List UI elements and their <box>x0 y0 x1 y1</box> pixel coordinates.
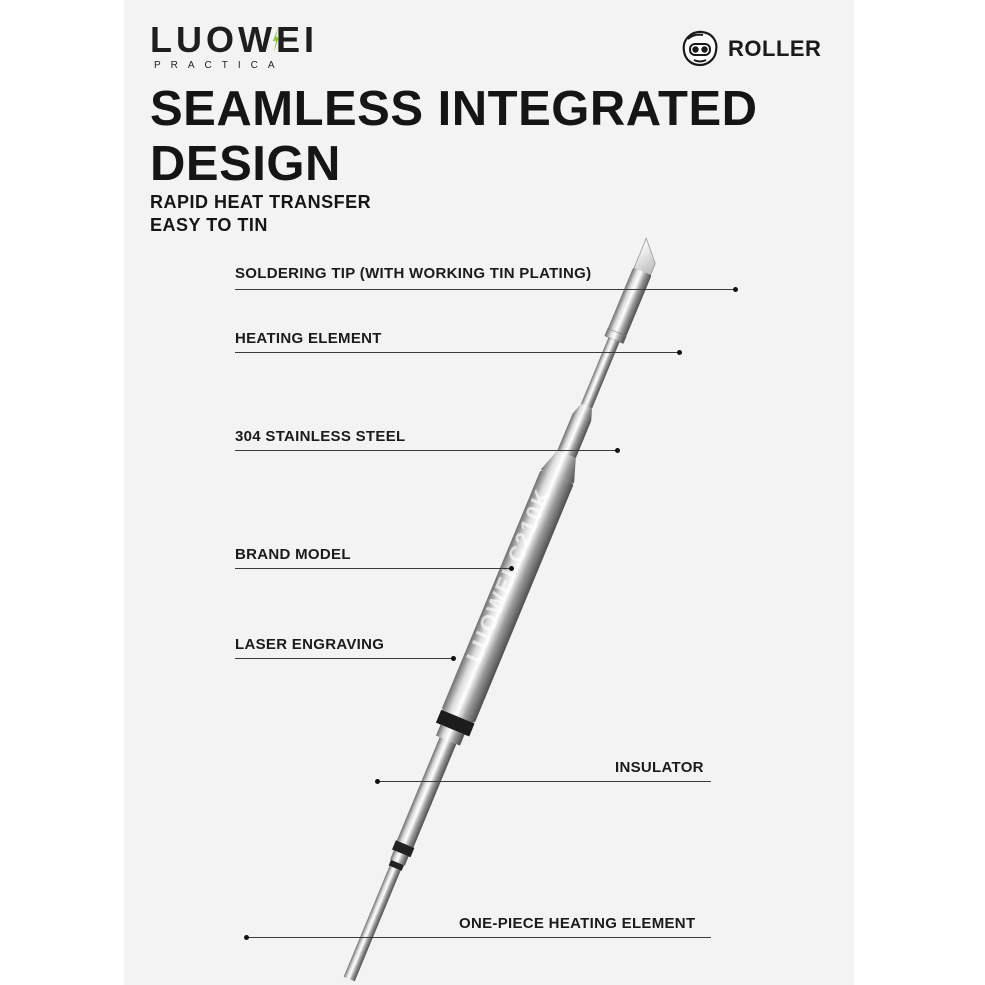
leader-line <box>377 781 711 782</box>
mascot-icon <box>682 30 718 67</box>
callout-heating-element: HEATING ELEMENT <box>235 330 382 347</box>
callout-insulator: INSULATOR <box>615 759 704 776</box>
feature-1: RAPID HEAT TRANSFER <box>150 192 372 212</box>
background-panel <box>124 0 854 985</box>
partner-name: ROLLER <box>728 36 822 61</box>
leader-line <box>235 352 679 353</box>
headline: SEAMLESS INTEGRATED DESIGN <box>150 82 758 191</box>
steel-neck <box>557 413 592 459</box>
leader-dot <box>509 566 514 571</box>
bottom-pin <box>343 865 401 982</box>
leader-dot <box>451 656 456 661</box>
leader-line <box>235 289 735 290</box>
lightning-icon <box>273 28 279 52</box>
callout-brand-model: BRAND MODEL <box>235 546 351 563</box>
leader-dot <box>375 779 380 784</box>
brand-subtitle: PRACTICA <box>154 60 285 71</box>
callout-soldering-tip: SOLDERING TIP (WITH WORKING TIN PLATING) <box>235 265 592 282</box>
heater-sleeve <box>606 268 651 342</box>
thin-shaft <box>580 337 620 409</box>
leader-line <box>235 658 453 659</box>
callout-stainless-steel: 304 STAINLESS STEEL <box>235 428 406 445</box>
insulator-ring <box>435 709 475 737</box>
brand-name: LUOWEI <box>150 19 318 60</box>
leader-dot <box>677 350 682 355</box>
brand-logo: LUOWEI PRACTICA <box>150 19 318 72</box>
feature-2: EASY TO TIN <box>150 215 268 235</box>
leader-dot <box>615 448 620 453</box>
leader-line <box>235 450 617 451</box>
callout-laser-engraving: LASER ENGRAVING <box>235 636 385 653</box>
leader-line <box>235 568 511 569</box>
leader-line <box>246 937 711 938</box>
lower-shaft <box>396 737 457 848</box>
leader-dot <box>244 935 249 940</box>
leader-dot <box>733 287 738 292</box>
callout-one-piece-heating-element: ONE-PIECE HEATING ELEMENT <box>459 915 696 932</box>
handle-body <box>442 470 574 723</box>
partner-logo: ROLLER <box>678 27 821 71</box>
